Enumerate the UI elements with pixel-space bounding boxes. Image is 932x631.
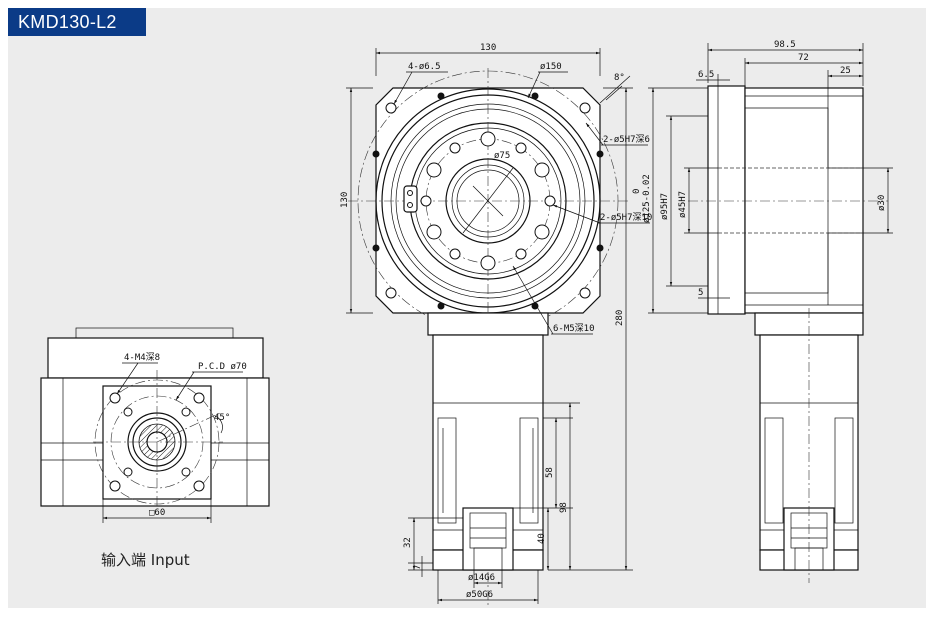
dim-32-label: 32 [403, 537, 413, 548]
dia-125-tol-label: 0 [632, 189, 642, 194]
pin-angle-label: 8° [614, 73, 625, 83]
dia-125-label: ø125-0.02 [642, 174, 652, 223]
outer-dia-label: ø150 [540, 62, 562, 72]
total-height-label: 280 [615, 310, 625, 326]
dia-95-label: ø95H7 [660, 193, 670, 220]
side-dim-98-5-label: 98.5 [774, 40, 796, 50]
front-height-label: 130 [340, 192, 350, 208]
center-dia-label: ø75 [494, 151, 510, 161]
dim-98-label: 98 [559, 502, 569, 513]
mount-holes-label: 4-ø6.5 [408, 62, 441, 72]
dowel-top-label: 2-ø5H7深6 [603, 134, 650, 145]
dim-58-label: 58 [545, 467, 555, 478]
input-thread-holes-label: 4-M4深8 [124, 352, 160, 363]
side-dim-25-label: 25 [840, 66, 851, 76]
front-width-label: 130 [480, 43, 496, 53]
side-dim-72-label: 72 [798, 53, 809, 63]
input-caption: 输入端 Input [101, 551, 190, 569]
side-dim-5-label: 5 [698, 288, 703, 298]
front-view: 130 130 4-ø6.5 ø150 8° 2-ø5H7深6 ø75 2-ø5… [340, 43, 652, 608]
input-pcd-label: P.C.D ø70 [198, 362, 247, 372]
thread-holes-label: 6-M5深10 [553, 323, 595, 334]
input-square-label: □60 [149, 508, 165, 518]
spigot-dia-label: ø50G6 [466, 590, 493, 600]
shaft-dia-label: ø14G6 [468, 573, 495, 583]
drawing-sheet: KMD130-L2 [8, 8, 926, 608]
side-dim-6-5-label: 6.5 [698, 70, 714, 80]
dia-30-label: ø30 [877, 195, 887, 211]
input-angle-label: 45° [214, 413, 230, 423]
dia-45-label: ø45H7 [678, 191, 688, 218]
model-tag: KMD130-L2 [8, 8, 146, 36]
input-view: 4-M4深8 P.C.D ø70 45° □60 [40, 327, 270, 523]
dim-7-label: 7 [413, 565, 423, 570]
technical-drawing: 4-M4深8 P.C.D ø70 45° □60 [40, 40, 893, 608]
side-view: 98.5 72 25 6.5 5 ø125-0.02 0 ø95H7 ø45H7 [632, 40, 893, 583]
dim-40-label: 40 [537, 533, 547, 544]
